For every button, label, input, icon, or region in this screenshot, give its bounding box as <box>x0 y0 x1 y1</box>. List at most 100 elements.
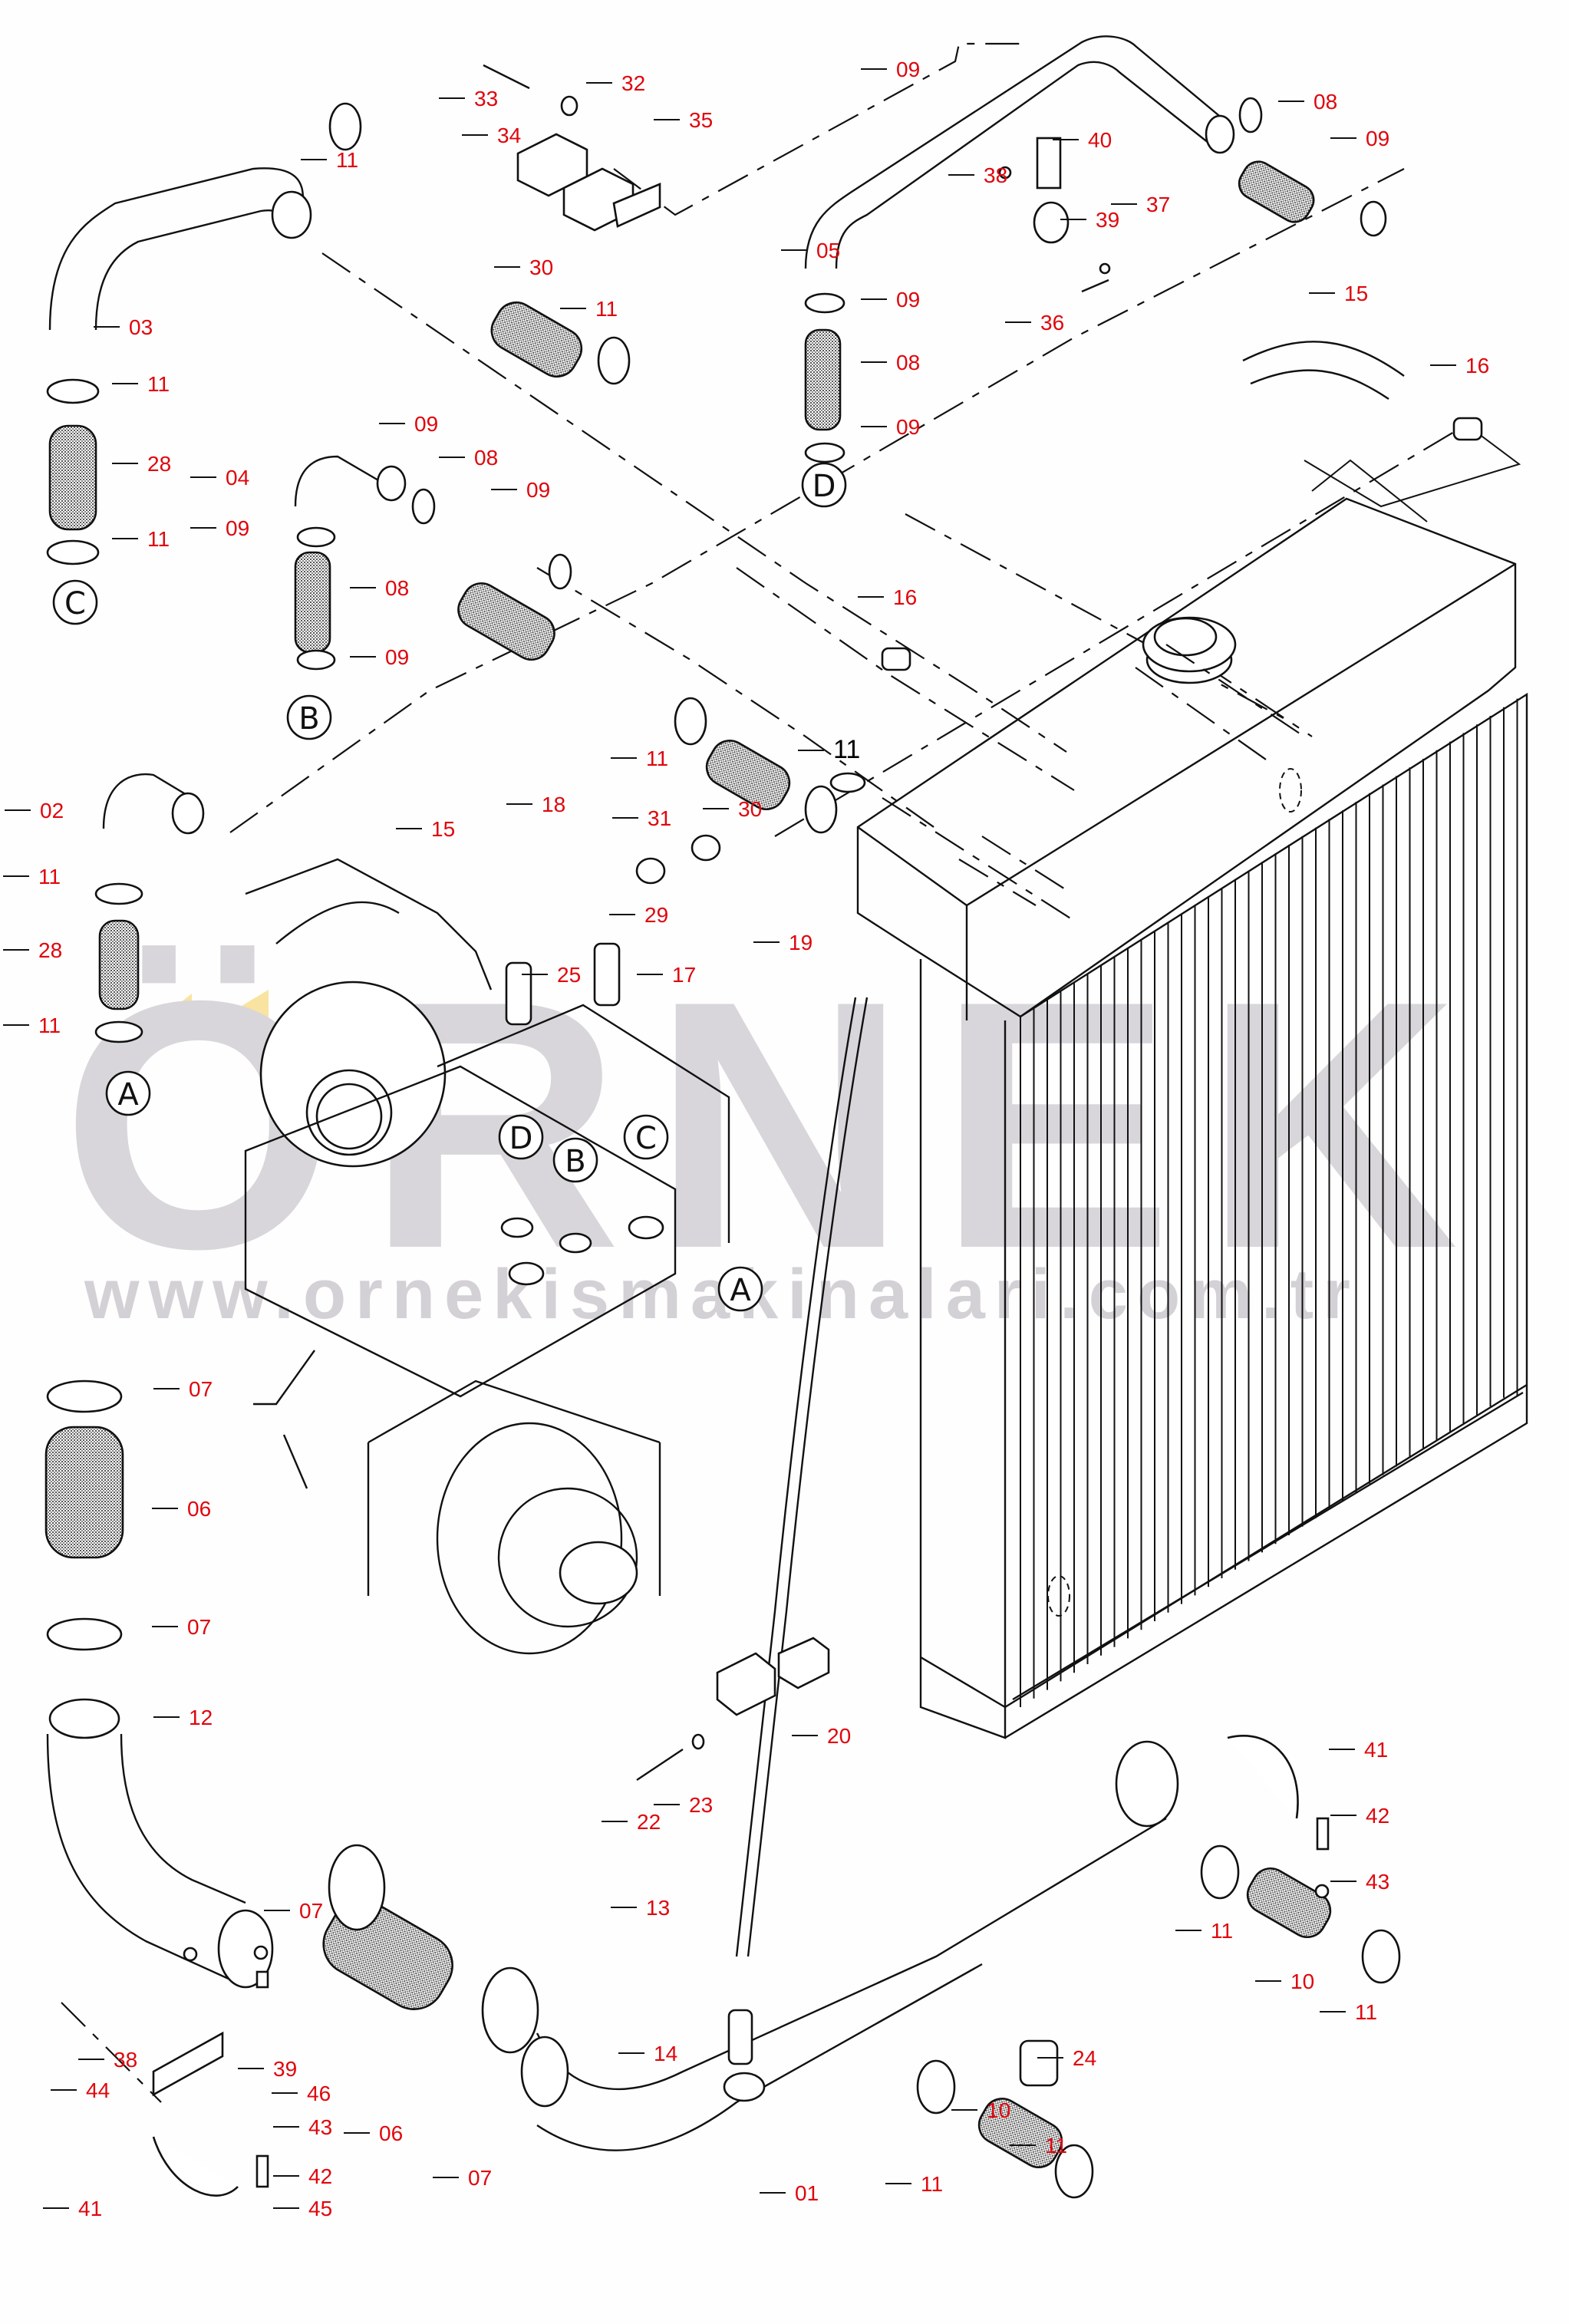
callout-30: 30 <box>738 797 762 821</box>
callout-38: 38 <box>114 2048 137 2072</box>
callout-11: 11 <box>38 865 61 888</box>
callout-46: 46 <box>307 2082 331 2105</box>
callout-09: 09 <box>896 288 920 312</box>
callout-08: 08 <box>385 576 409 600</box>
callout-11: 11 <box>833 735 860 764</box>
ref-marker-a-engine: A <box>717 1266 763 1312</box>
svg-text:C: C <box>64 586 86 621</box>
engine <box>244 858 730 1655</box>
callout-09: 09 <box>414 412 438 436</box>
callout-09: 09 <box>385 645 409 669</box>
callout-34: 34 <box>497 124 521 147</box>
callout-09: 09 <box>226 516 249 540</box>
svg-text:D: D <box>813 469 836 504</box>
callout-41: 41 <box>78 2197 102 2220</box>
callout-30: 30 <box>529 255 553 279</box>
svg-text:D: D <box>509 1121 533 1156</box>
callout-09: 09 <box>896 415 920 439</box>
callout-44: 44 <box>86 2078 110 2102</box>
callout-11: 11 <box>147 527 170 551</box>
callout-38: 38 <box>984 163 1007 187</box>
pipes <box>46 35 1405 2151</box>
callout-labels: 33 34 32 35 11 03 11 28 11 30 11 04 09 0… <box>38 58 1489 2220</box>
svg-text:B: B <box>565 1144 585 1179</box>
callout-40: 40 <box>1088 128 1112 152</box>
callout-28: 28 <box>38 938 62 962</box>
callout-11: 11 <box>646 747 668 770</box>
hose-clamps <box>46 97 1401 2199</box>
callout-32: 32 <box>621 71 645 95</box>
callout-13: 13 <box>646 1896 670 1920</box>
svg-text:A: A <box>117 1077 139 1113</box>
callout-33: 33 <box>474 87 498 110</box>
bracket-32 <box>516 133 661 232</box>
svg-text:B: B <box>298 701 319 737</box>
callout-43: 43 <box>1366 1870 1389 1894</box>
ref-marker-b-top: B <box>286 694 332 740</box>
callout-39: 39 <box>273 2057 297 2081</box>
svg-text:A: A <box>730 1273 751 1308</box>
callout-36: 36 <box>1040 311 1064 335</box>
callout-11: 11 <box>595 297 618 321</box>
callout-37: 37 <box>1146 193 1170 216</box>
callout-16: 16 <box>893 585 917 609</box>
callout-42: 42 <box>308 2164 332 2188</box>
callout-45: 45 <box>308 2197 332 2220</box>
callout-19: 19 <box>789 931 813 954</box>
callout-11: 11 <box>1355 2000 1377 2024</box>
callout-43: 43 <box>308 2115 332 2139</box>
callout-22: 22 <box>637 1810 661 1834</box>
callout-28: 28 <box>147 452 171 476</box>
watermark-accent-right <box>211 990 269 1024</box>
callout-02: 02 <box>40 799 64 822</box>
callout-08: 08 <box>1314 90 1337 114</box>
callout-42: 42 <box>1366 1804 1389 1828</box>
callout-09: 09 <box>1366 127 1389 150</box>
callout-04: 04 <box>226 466 249 490</box>
ref-marker-b-engine: B <box>552 1137 598 1183</box>
watermark-accent-left <box>153 994 192 1024</box>
ref-marker-d-engine: D <box>498 1114 544 1160</box>
callout-23: 23 <box>689 1793 713 1817</box>
svg-text:C: C <box>635 1121 657 1156</box>
callout-17: 17 <box>672 963 696 987</box>
callout-08: 08 <box>896 351 920 374</box>
radiator-core <box>1020 698 1518 1707</box>
callout-20: 20 <box>827 1724 851 1748</box>
callout-11: 11 <box>1211 1919 1233 1943</box>
callout-10: 10 <box>1290 1970 1314 1993</box>
ref-marker-c-left: C <box>52 579 98 625</box>
callout-11: 11 <box>147 372 170 396</box>
callout-03: 03 <box>129 315 153 339</box>
callout-01: 01 <box>795 2181 819 2205</box>
ref-marker-a-left: A <box>105 1070 151 1116</box>
callout-12: 12 <box>189 1706 213 1729</box>
radiator <box>856 497 1528 1739</box>
callout-07: 07 <box>299 1899 323 1923</box>
callout-25: 25 <box>557 963 581 987</box>
callout-18: 18 <box>542 793 565 816</box>
callout-15: 15 <box>1344 282 1368 305</box>
callout-09: 09 <box>526 478 550 502</box>
callout-39: 39 <box>1096 208 1119 232</box>
callout-07: 07 <box>187 1615 211 1639</box>
reference-markers: C D B A D B C A <box>52 462 847 1312</box>
leader-lines <box>3 68 1456 2209</box>
callout-41: 41 <box>1364 1738 1388 1762</box>
callout-11: 11 <box>38 1014 61 1037</box>
callout-05: 05 <box>816 239 840 262</box>
watermark-url: www.ornekismakinalari.com.tr <box>84 1255 1360 1333</box>
callout-11: 11 <box>336 148 358 172</box>
callout-07: 07 <box>468 2166 492 2190</box>
callout-31: 31 <box>648 806 671 830</box>
callout-14: 14 <box>654 2042 677 2065</box>
ref-marker-c-engine: C <box>623 1114 669 1160</box>
callout-29: 29 <box>644 903 668 927</box>
callout-09: 09 <box>896 58 920 81</box>
callout-10: 10 <box>987 2098 1010 2122</box>
radiator-cap <box>1142 616 1237 684</box>
callout-06: 06 <box>379 2121 403 2145</box>
callout-24: 24 <box>1073 2046 1096 2070</box>
hardware <box>152 64 1483 2197</box>
callout-15: 15 <box>431 817 455 841</box>
